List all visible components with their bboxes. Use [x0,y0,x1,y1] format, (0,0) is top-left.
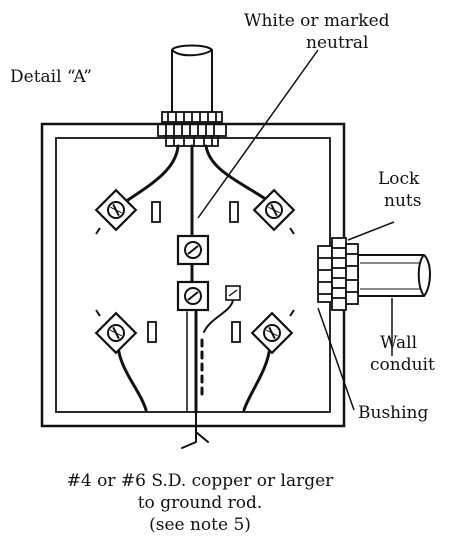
leader-lines [197,49,395,411]
slots [147,201,241,343]
top-conduit [171,44,213,119]
label-neutral-2: neutral [306,33,369,53]
neutral-terminals [176,234,241,312]
label-ground-1: #4 or #6 S.D. copper or larger [67,471,334,491]
side-locknuts [317,237,359,311]
label-wall-1: Wall [380,333,417,353]
lug-bottom-left [95,312,137,354]
label-locknuts-2: nuts [384,191,421,211]
top-locknuts [157,111,227,147]
label-ground-2: to ground rod. [138,493,263,513]
wall-conduit [357,254,431,297]
label-detail-a: Detail “A” [10,67,92,87]
wires [116,144,272,449]
label-bushing: Bushing [358,403,429,423]
label-neutral-1: White or marked [244,11,390,31]
label-locknuts-1: Lock [378,169,420,189]
label-wall-2: conduit [370,355,435,375]
label-ground-3: (see note 5) [149,515,251,535]
lug-bottom-right [251,312,293,354]
lug-tabs [95,227,295,317]
lug-top-left [95,189,137,231]
